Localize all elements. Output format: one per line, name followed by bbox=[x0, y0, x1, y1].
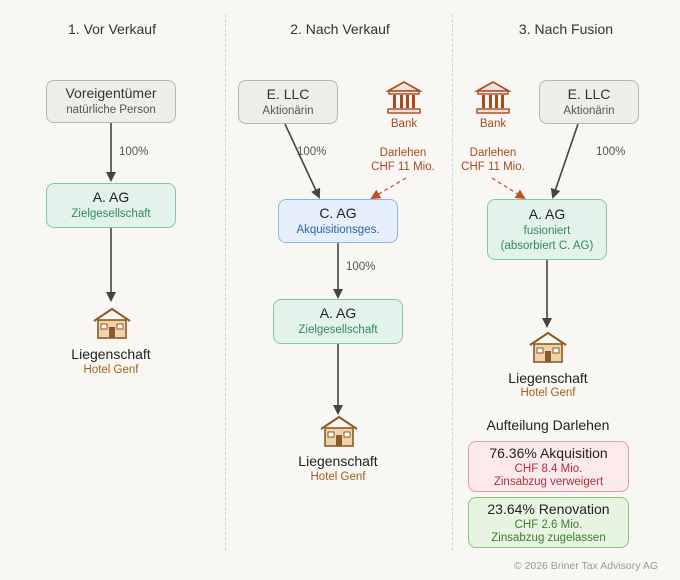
aag-name-col2: A. AG bbox=[319, 305, 357, 321]
property-name-col2: Liegenschaft bbox=[298, 453, 378, 469]
aag-name-col1: A. AG bbox=[92, 189, 130, 205]
ellc-sub-col2: Aktionärin bbox=[262, 104, 314, 117]
split-renovation-note: Zinsabzug zugelassen bbox=[491, 531, 606, 544]
house-icon-col1 bbox=[92, 306, 132, 345]
property-sub-col3: Hotel Genf bbox=[520, 387, 576, 399]
share-label-col3: 100% bbox=[596, 146, 626, 158]
loan-line1-col3: Darlehen bbox=[469, 147, 517, 159]
aag-fused-sub1: fusioniert bbox=[523, 224, 571, 237]
copyright-footer: © 2026 Briner Tax Advisory AG bbox=[513, 560, 658, 572]
house-icon-col3 bbox=[528, 330, 568, 369]
share-label-col1: 100% bbox=[119, 146, 149, 158]
cag-sub: Akquisitionsges. bbox=[296, 223, 380, 236]
split-acquisition-note: Zinsabzug verweigert bbox=[493, 475, 604, 488]
property-name-col1: Liegenschaft bbox=[71, 346, 151, 362]
bank-label-col3: Bank bbox=[479, 118, 507, 130]
property-sub-col1: Hotel Genf bbox=[83, 364, 139, 376]
split-renovation-amount: CHF 2.6 Mio. bbox=[514, 518, 583, 531]
split-acquisition-box: 76.36% Akquisition CHF 8.4 Mio. Zinsabzu… bbox=[468, 441, 629, 492]
voreigentuemer-sub: natürliche Person bbox=[66, 104, 156, 116]
cag-box: C. AG Akquisitionsges. bbox=[278, 199, 398, 243]
bank-label-col2: Bank bbox=[390, 118, 418, 130]
cag-name: C. AG bbox=[319, 204, 357, 221]
split-renovation-box: 23.64% Renovation CHF 2.6 Mio. Zinsabzug… bbox=[468, 497, 629, 548]
aag-box-col1: A. AG Zielgesellschaft bbox=[46, 183, 176, 228]
loan-line2-col3: CHF 11 Mio. bbox=[461, 161, 525, 173]
aag-sub-col1: Zielgesellschaft bbox=[71, 208, 151, 220]
arrow-loan-to-aag-col3 bbox=[491, 177, 526, 200]
aag-fused-box: A. AG fusioniert (absorbiert C. AG) bbox=[487, 199, 607, 260]
split-acquisition-amount: CHF 8.4 Mio. bbox=[514, 462, 583, 475]
aag-sub-col2: Zielgesellschaft bbox=[298, 324, 378, 336]
voreigentuemer-name: Voreigentümer bbox=[65, 85, 157, 101]
share-label-col2-2: 100% bbox=[346, 261, 376, 273]
column-divider-2 bbox=[452, 14, 453, 550]
arrow-ellc-to-aag-col3 bbox=[550, 123, 579, 199]
bank-icon-col3 bbox=[473, 80, 513, 121]
voreigentuemer-box: Voreigentümer natürliche Person bbox=[46, 80, 176, 123]
ellc-name-col3: E. LLC bbox=[567, 85, 611, 102]
loan-split-title: Aufteilung Darlehen bbox=[486, 417, 610, 433]
bank-icon-col2 bbox=[384, 80, 424, 121]
property-sub-col2: Hotel Genf bbox=[310, 471, 366, 483]
house-icon-col2 bbox=[319, 414, 359, 453]
ellc-box-col3: E. LLC Aktionärin bbox=[539, 80, 639, 124]
arrow-loan-to-cag-col2 bbox=[370, 177, 407, 200]
ellc-sub-col3: Aktionärin bbox=[563, 104, 615, 117]
property-name-col3: Liegenschaft bbox=[508, 370, 588, 386]
loan-label-col3: Darlehen CHF 11 Mio. bbox=[443, 146, 543, 174]
split-acquisition-title: 76.36% Akquisition bbox=[489, 444, 608, 461]
ellc-name-col2: E. LLC bbox=[266, 85, 310, 102]
arrow-ellc-to-cag bbox=[284, 123, 321, 199]
aag-box-col2: A. AG Zielgesellschaft bbox=[273, 299, 403, 344]
column-title-nach-fusion: 3. Nach Fusion bbox=[518, 21, 614, 37]
share-label-col2-1: 100% bbox=[297, 146, 327, 158]
column-title-nach-verkauf: 2. Nach Verkauf bbox=[290, 21, 390, 37]
column-divider-1 bbox=[225, 14, 226, 550]
loan-line2-col2: CHF 11 Mio. bbox=[371, 161, 435, 173]
aag-fused-name: A. AG bbox=[528, 205, 566, 222]
column-title-vor-verkauf: 1. Vor Verkauf bbox=[68, 21, 156, 37]
loan-label-col2: Darlehen CHF 11 Mio. bbox=[353, 146, 453, 174]
ellc-box-col2: E. LLC Aktionärin bbox=[238, 80, 338, 124]
split-renovation-title: 23.64% Renovation bbox=[487, 500, 610, 517]
aag-fused-sub2: (absorbiert C. AG) bbox=[500, 239, 594, 252]
loan-line1-col2: Darlehen bbox=[379, 147, 427, 159]
